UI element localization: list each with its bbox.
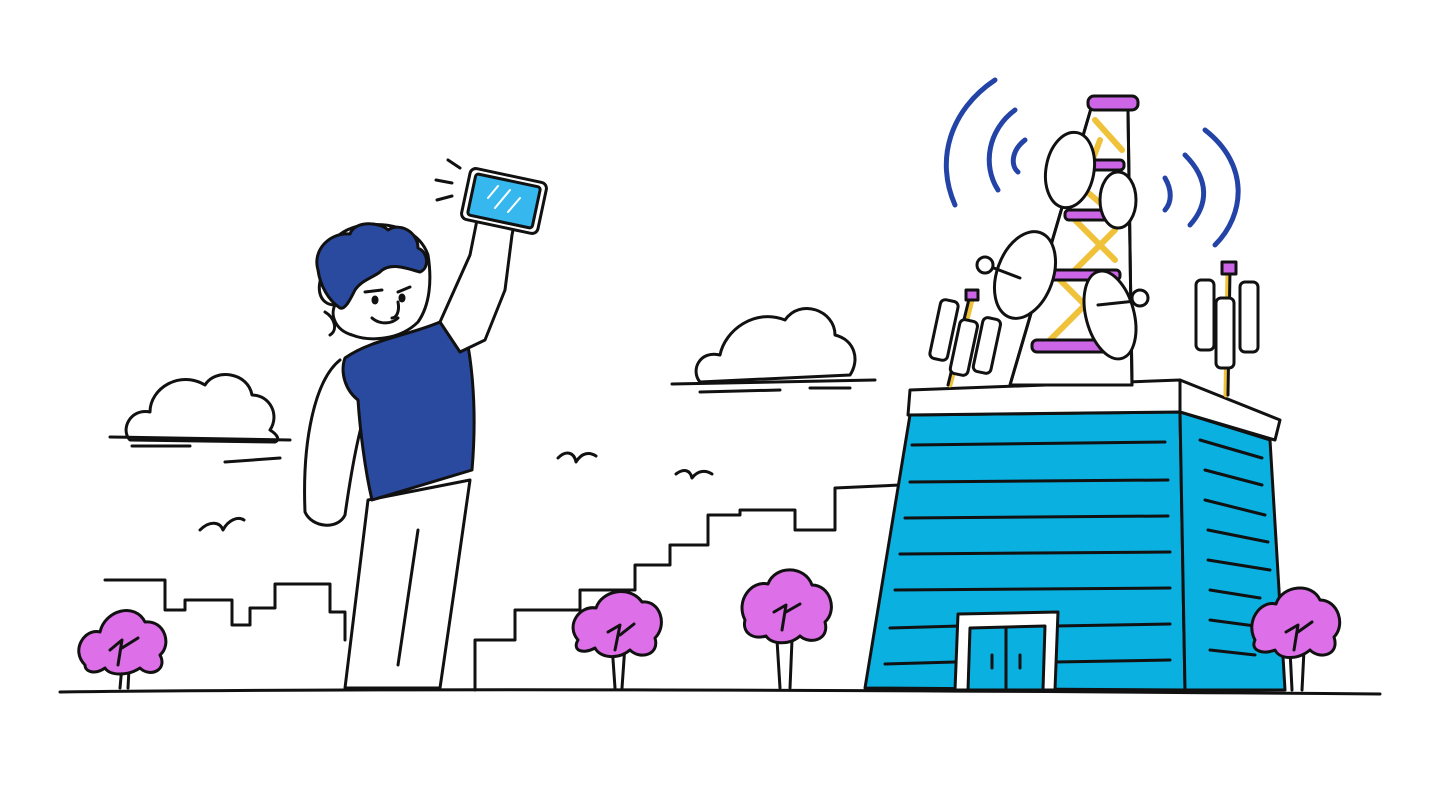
cloud-right — [670, 307, 877, 394]
signal-waves-icon — [943, 77, 1241, 248]
person-with-phone — [303, 177, 532, 690]
antenna-right — [1194, 260, 1260, 398]
antenna-left — [928, 288, 1002, 388]
smartphone-icon — [434, 158, 548, 235]
tree-icon — [77, 568, 1342, 692]
skyline-middle — [473, 483, 902, 692]
ground-line — [58, 688, 1382, 696]
satellite-dish — [975, 230, 1150, 361]
building — [863, 378, 1287, 692]
bird-icon — [198, 451, 714, 532]
cloud-left — [108, 373, 292, 464]
skyline-left — [103, 578, 347, 642]
cell-tower — [1008, 94, 1140, 387]
